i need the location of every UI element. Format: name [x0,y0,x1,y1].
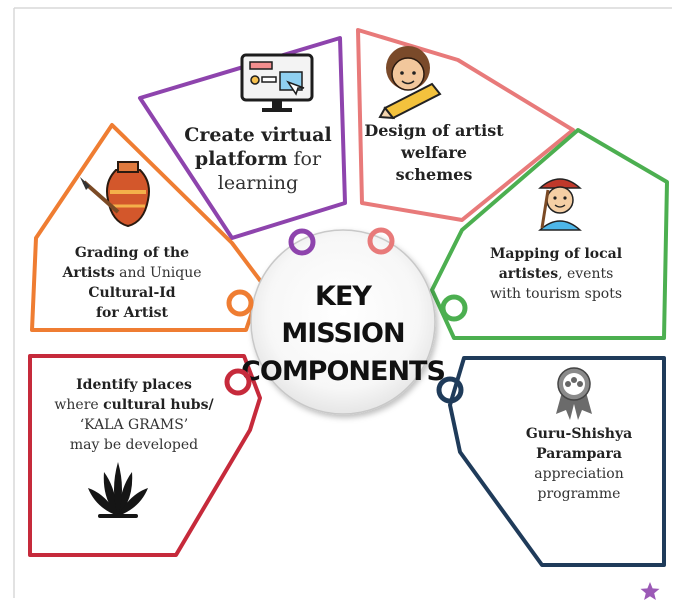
segment-text-run: Grading of the [75,245,189,261]
segment-text-run: welfare [400,143,467,162]
segment-text-run: Create virtual [184,124,331,146]
connector-ring-cultural-hubs [224,368,252,396]
segment-text-run: appreciation [534,466,623,482]
artist-pencil-icon [378,46,442,120]
segment-text-run: with tourism spots [490,286,622,302]
connector-ring-guru-shishya [436,376,464,404]
segment-text-run: for [287,148,322,170]
center-hub: KEY MISSION COMPONENTS [241,229,446,415]
segment-text-run: , events [558,266,613,282]
segment-text-run: schemes [396,165,473,184]
center-title-line-1: KEY [315,281,372,312]
center-title-line-3: COMPONENTS [241,356,445,387]
lotus-plant-icon [88,462,148,518]
connector-ring-virtual-platform [288,228,316,256]
segment-text-run: where [54,397,103,413]
segment-cultural-hubs: Identify places where cultural hubs/ ‘KALA… [28,354,262,557]
vase-brush-icon [80,161,150,228]
segment-text-run: Parampara [536,446,622,462]
star-icon [640,582,660,600]
segment-artist-welfare: Design of artist welfare schemes [356,28,575,222]
segment-text-run: programme [538,486,621,502]
segment-text-run: learning [218,172,298,194]
segment-text-run: cultural hubs/ [103,397,214,413]
connector-ring-grading-artists [226,289,254,317]
segment-text-run: Artists [61,265,114,281]
segment-mapping-artistes: Mapping of local artistes, events with tou… [430,128,669,340]
segment-text-run: Guru-Shishya [526,426,632,442]
segment-mapping-artistes-text: Mapping of local artistes, events with tou… [490,246,622,302]
segment-text-run: artistes [499,266,558,282]
segment-text-run: ‘KALA GRAMS’ [80,417,189,433]
segment-text-run: for Artist [96,305,169,321]
segment-text-run: Cultural-Id [88,285,175,301]
center-title-line-2: MISSION [281,318,404,349]
award-ribbon-icon [556,367,592,420]
segment-text-run: and Unique [115,265,202,281]
segment-text-run: Mapping of local [490,246,622,262]
segment-artist-welfare-text: Design of artist welfare schemes [364,121,504,184]
connector-rings [224,227,468,404]
segment-text-run: platform [195,148,288,170]
computer-screen-icon [240,53,314,112]
segment-text-run: Design of artist [364,121,504,140]
painter-icon [538,178,582,231]
segment-text-run: may be developed [70,437,198,453]
segment-text-run: Identify places [76,377,192,393]
connector-ring-mapping-artistes [440,294,468,322]
segment-cultural-hubs-text: Identify places where cultural hubs/ ‘KALA… [54,377,214,453]
connector-ring-artist-welfare [367,227,395,255]
